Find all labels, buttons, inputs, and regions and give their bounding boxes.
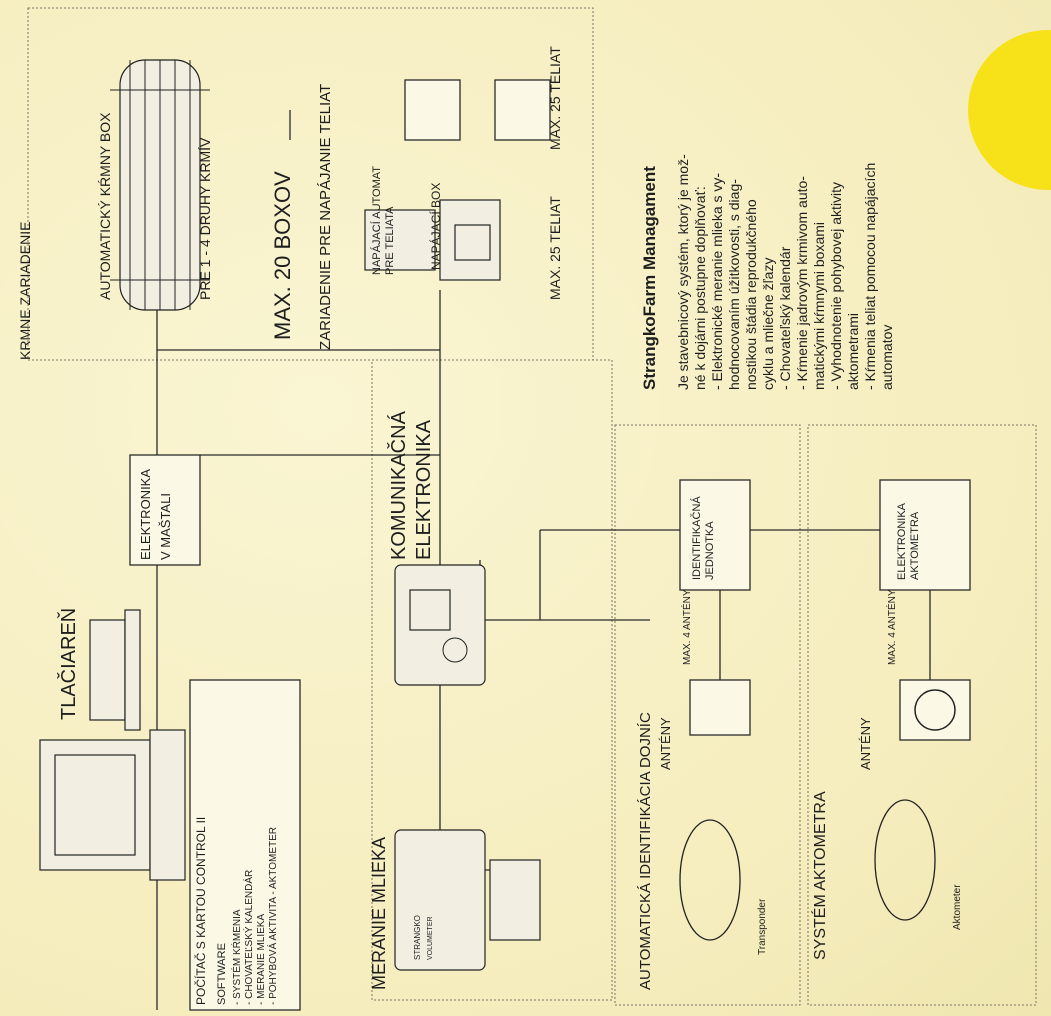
identifikacna-jednotka-box: [679, 479, 751, 591]
description-block: StrangkoFarm Managament Je stavebnicový …: [640, 154, 895, 390]
description-item-1-line-4: cyklu a mliečne žľazy: [760, 258, 776, 390]
elektronika-mastali-box: [129, 454, 201, 566]
napajaci-box-1: [404, 79, 461, 141]
elektronika-aktometra-label-1: ELEKTRONIKA: [896, 502, 908, 580]
antenna-icon: [899, 679, 971, 741]
napajaci-automat-label: NAPÁJACÍ AUTOMAT: [370, 166, 383, 275]
description-item-2-line-1: - Chovateľský kalendár: [777, 246, 793, 390]
software-item-3: - MERANIE MLIEKA: [256, 914, 267, 1005]
yellow-accent-circle: [968, 30, 1051, 190]
identifikacia-frame: [614, 424, 801, 1006]
zariadenie-napajanie-label: ZARIADENIE PRE NAPÁJANIE TELIAT: [317, 84, 334, 350]
komunikacna-label-2: ELEKTRONIKA: [413, 419, 435, 560]
identifikacna-label-1: IDENTIFIKAČNÁ: [690, 496, 703, 580]
description-item-5-line-2: automatov: [879, 325, 895, 390]
description-item-3-line-2: matickými kŕmnymi boxami: [811, 222, 827, 390]
pocitac-label: POČÍTAČ S KARTOU CONTROL II: [193, 817, 208, 1005]
pre-teliata-label: PRE TELIATA: [384, 206, 396, 275]
device-brand-label: STRANGKO: [413, 915, 422, 960]
printer-icon: [89, 609, 141, 731]
milk-meter-icon: [394, 829, 541, 971]
napajaci-box-label: NAPÁJACÍ BOX: [428, 183, 443, 270]
software-item-1: - SYSTÉM KŔMENIA: [230, 909, 243, 1005]
description-item-4-line-2: aktometrami: [845, 313, 861, 390]
description-title: StrangkoFarm Managament: [640, 166, 659, 390]
automaticka-identifikacia-label: AUTOMATICKÁ IDENTIFIKÁCIA DOJNÍC: [637, 712, 654, 990]
automaticky-box-label: AUTOMATICKÝ KŔMNY BOX: [97, 112, 113, 300]
max-25-label-1: MAX. 25 TELIAT: [547, 46, 563, 150]
software-title: SOFTWARE: [216, 943, 228, 1005]
software-item-4: - POHYBOVÁ AKTIVITA - AKTOMETER: [266, 827, 279, 1005]
pocitac-box: [189, 679, 301, 1011]
antena-box-1: [689, 679, 751, 736]
cow-icon: [679, 799, 936, 941]
description-item-4-line-1: - Vyhodnotenie pohybovej aktivity: [828, 182, 844, 390]
max4-label-1: MAX. 4 ANTÉNY: [680, 589, 693, 665]
aktometer-label: Aktometer: [952, 884, 963, 930]
max-25-label-2: MAX. 25 TELIAT: [547, 196, 563, 300]
transponder-label: Transponder: [757, 898, 768, 955]
device-sub-label: VOLUMETER: [427, 916, 434, 960]
description-item-3-line-1: - Kŕmenie jadrovým krmivom auto-: [794, 176, 810, 390]
meranie-mlieka-label: MERANIE MLIEKA: [369, 837, 389, 990]
software-item-2: - CHOVATEĽSKÝ KALENDÁR: [242, 870, 255, 1005]
aktometer-frame: [807, 424, 1037, 1006]
max4-label-2: MAX. 4 ANTÉNY: [885, 589, 898, 665]
meranie-mlieka-frame: [371, 359, 613, 1001]
identifikacna-label-2: JEDNOTKA: [704, 521, 716, 580]
description-item-5-line-1: - Kŕmenia teliat pomocou napájacích: [862, 163, 878, 390]
max-boxov-label: MAX. 20 BOXOV: [270, 171, 295, 340]
tlaciaren-label: TLAČIAREŇ: [57, 608, 80, 720]
rotated-labels: KRMNE ZARIADENIE AUTOMATICKÝ KŔMNY BOX P…: [17, 46, 963, 1005]
system-aktometra-label: SYSTÉM AKTOMETRA: [810, 791, 829, 960]
description-intro-2: né k dojárni postupne doplňovať:: [692, 186, 708, 390]
pre-druhy-label: PRE 1 - 4 DRUHY KRMÍV: [197, 137, 213, 300]
description-intro-1: Je stavebnicový systém, ktorý je mož-: [675, 154, 691, 390]
elektronika-aktometra-label-2: AKTOMETRA: [909, 511, 921, 580]
description-item-1-line-2: hodnocovaním úžitkovosti, s diag-: [726, 179, 742, 390]
description-item-1-line-1: - Elektronické meranie mlieka s vy-: [709, 173, 725, 390]
komunikacna-label-1: KOMUNIKAČNÁ: [387, 410, 410, 560]
anteny-label-1: ANTÉNY: [658, 717, 673, 770]
anteny-label-2: ANTÉNY: [858, 717, 873, 770]
krmne-zariadenie-frame: [27, 7, 594, 361]
napajaci-box-2: [494, 79, 551, 141]
controller-icon: [394, 564, 486, 686]
description-item-1-line-3: nostikou štádia reprodukčného: [743, 199, 759, 390]
krmne-zariadenie-label: KRMNE ZARIADENIE: [17, 222, 33, 360]
computer-icon: [39, 729, 186, 881]
calf-feeder-icon: [364, 199, 501, 281]
elektronika-mastali-label-2: V MAŠTALI: [158, 493, 173, 560]
elektronika-mastali-label-1: ELEKTRONIKA: [138, 469, 153, 560]
krmny-box-icon: [110, 59, 210, 311]
elektronika-aktometra-box: [879, 479, 971, 591]
